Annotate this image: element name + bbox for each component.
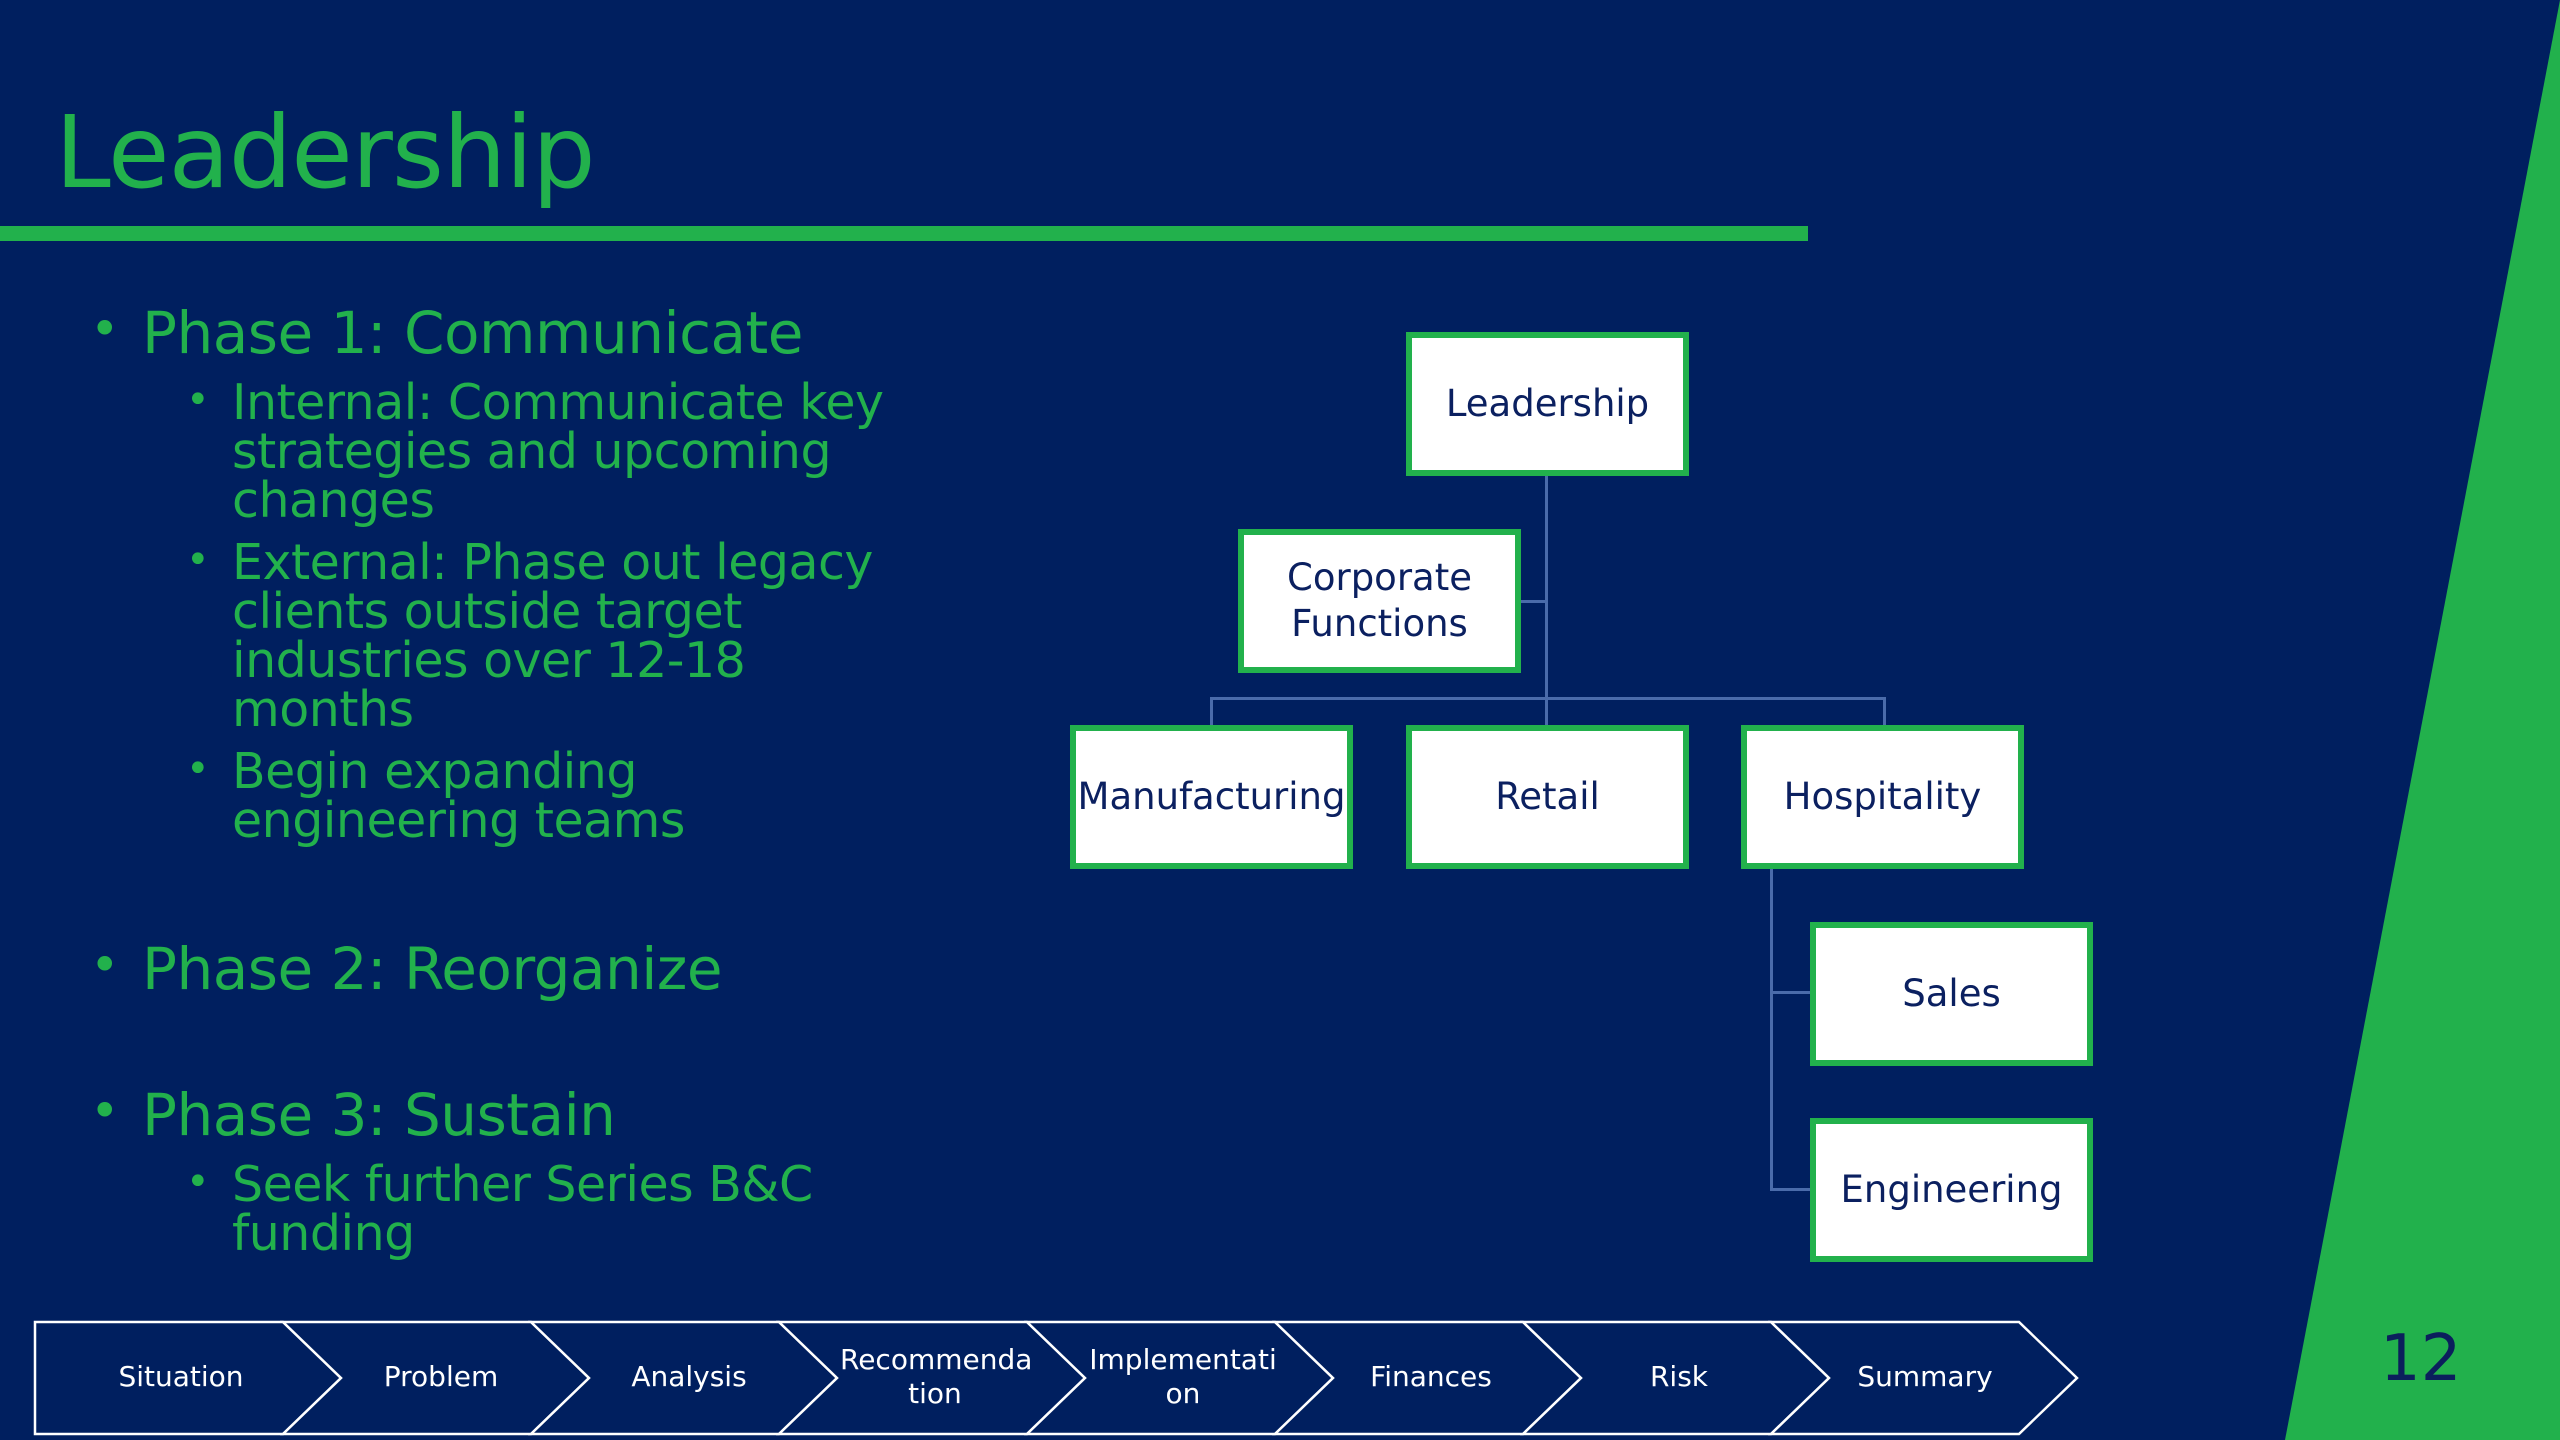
phase-3-subitems: Seek further Series B&C funding <box>90 1158 990 1258</box>
phase-3-bullet: Phase 3: Sustain <box>90 1083 616 1148</box>
connector-manufacturing <box>1210 697 1213 727</box>
org-node-engineering: Engineering <box>1810 1118 2093 1262</box>
org-node-hospitality: Hospitality <box>1741 725 2024 869</box>
phase-1-bullet: Phase 1: Communicate <box>90 301 803 366</box>
phase-1-subitems: Internal: Communicate key strategies and… <box>90 376 990 845</box>
connector-children-bar <box>1210 697 1886 700</box>
connector-assistant <box>1518 600 1548 603</box>
step-summary[interactable]: Summary <box>1857 1360 1993 1393</box>
org-node-leadership: Leadership <box>1406 332 1689 476</box>
org-node-manufacturing: Manufacturing <box>1070 725 1353 869</box>
sub-bullet-external: External: Phase out legacy clients outsi… <box>186 536 990 734</box>
phase-2-bullet: Phase 2: Reorganize <box>90 937 723 1002</box>
step-finances[interactable]: Finances <box>1370 1360 1492 1393</box>
slide-title: Leadership <box>55 94 596 211</box>
chevron-summary <box>1767 1320 2079 1436</box>
connector-hospitality-trunk <box>1770 866 1773 1191</box>
connector-sales <box>1770 991 1812 994</box>
sub-bullet-engineering: Begin expanding engineering teams <box>186 745 990 845</box>
step-problem[interactable]: Problem <box>383 1360 499 1393</box>
page-number: 12 <box>2380 1322 2462 1396</box>
org-node-corporate-functions: Corporate Functions <box>1238 529 1521 673</box>
org-node-sales: Sales <box>1810 922 2093 1066</box>
title-underline <box>0 226 1808 241</box>
sub-bullet-funding: Seek further Series B&C funding <box>186 1158 990 1258</box>
sub-bullet-internal: Internal: Communicate key strategies and… <box>186 376 990 525</box>
step-analysis[interactable]: Analysis <box>631 1360 747 1393</box>
connector-hospitality <box>1883 697 1886 727</box>
step-recommendation[interactable]: Recommenda tion <box>840 1343 1033 1410</box>
step-situation[interactable]: Situation <box>118 1360 244 1393</box>
connector-engineering <box>1770 1188 1812 1191</box>
org-node-retail: Retail <box>1406 725 1689 869</box>
step-implementation[interactable]: Implementati on <box>1089 1343 1277 1410</box>
step-risk[interactable]: Risk <box>1649 1360 1709 1393</box>
